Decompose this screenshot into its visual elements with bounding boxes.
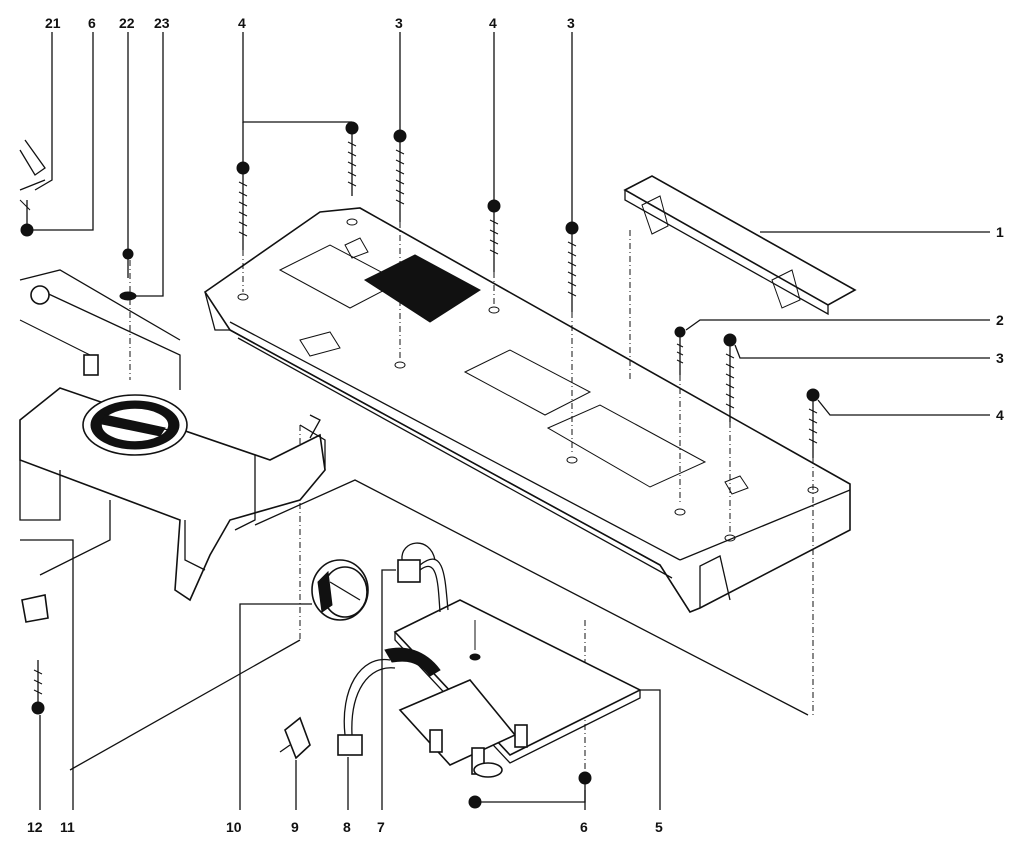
screw-3-right: [723, 333, 737, 422]
callout-6-bottom: 6: [580, 819, 588, 835]
screw-4-top: [345, 121, 359, 196]
screw-2-right: [674, 326, 686, 375]
clip-part-9: [279, 716, 311, 760]
callout-10: 10: [226, 819, 242, 835]
screw-part-22: [122, 248, 134, 278]
callout-4-right: 4: [996, 407, 1004, 423]
screw-set: [236, 121, 820, 458]
connector-part-8: [337, 647, 441, 756]
callout-2: 2: [996, 312, 1004, 328]
bracket-part: [21, 594, 49, 623]
screw-4-middle: [487, 199, 501, 272]
screw-4-right: [806, 388, 820, 458]
screw-4-left: [236, 161, 250, 250]
callout-4-middle: 4: [489, 15, 497, 31]
callout-7: 7: [377, 819, 385, 835]
callout-22: 22: [119, 15, 135, 31]
screw-part-6: [20, 200, 34, 237]
cover-lid-part-1: [623, 175, 857, 316]
screw-3-left: [393, 129, 407, 222]
callout-6-top: 6: [88, 15, 96, 31]
callout-11: 11: [60, 819, 75, 835]
clip-part-21: [19, 139, 46, 211]
screw-part-12: [31, 660, 45, 715]
callout-3-right: 3: [996, 350, 1004, 366]
callout-9: 9: [291, 819, 299, 835]
callout-4-left: 4: [238, 15, 246, 31]
callout-23: 23: [154, 15, 170, 31]
callout-12: 12: [27, 819, 43, 835]
callout-3-middle: 3: [567, 15, 575, 31]
leader-lines: [20, 32, 990, 810]
callout-1: 1: [996, 224, 1004, 240]
callout-3-left: 3: [395, 15, 403, 31]
callout-21: 21: [45, 15, 61, 31]
knob-part-10: [311, 559, 369, 621]
callout-labels: 21 6 22 23 4 3 4 3 1 2 3 4 12 11 10 9 8 …: [27, 15, 1004, 835]
top-cover-housing: [203, 207, 851, 613]
connector-part-7: [397, 542, 449, 613]
circuit-board-part-5: [393, 599, 642, 778]
washer-part-23: [119, 291, 137, 301]
reel-disc: [82, 394, 188, 456]
callout-8: 8: [343, 819, 351, 835]
callout-5: 5: [655, 819, 663, 835]
screw-3-middle: [565, 221, 579, 312]
